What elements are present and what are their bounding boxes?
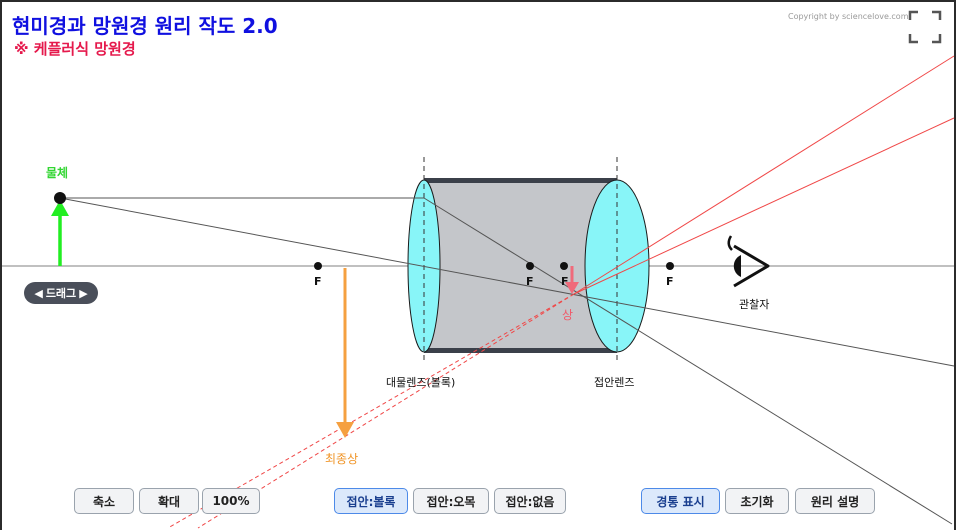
tube-bottom-edge (424, 348, 617, 353)
zoom-reset-button[interactable]: 100% (202, 488, 260, 514)
explain-principle-button[interactable]: 원리 설명 (795, 488, 875, 514)
final-image-head (336, 422, 354, 438)
eyepiece-lens-label: 접안렌즈 (594, 376, 635, 389)
focal-point-1 (314, 262, 322, 270)
ray-center (59, 197, 955, 367)
arrow-right-icon: ▶ (79, 286, 88, 300)
object-label: 물체 (46, 166, 69, 180)
virtual-image-label: 상 (562, 308, 574, 322)
eyepiece-concave-button[interactable]: 접안:오목 (413, 488, 489, 514)
focal-label-2: F (526, 275, 534, 288)
zoom-in-button[interactable]: 확대 (139, 488, 199, 514)
drag-handle-label: 드래그 (45, 287, 77, 300)
virtual-image-head (565, 282, 579, 294)
focal-label-4: F (666, 275, 674, 288)
copyright-text: Copyright by sciencelove.com (788, 12, 909, 21)
page-title: 현미경과 망원경 원리 작도 2.0 (12, 14, 278, 38)
focal-point-2 (526, 262, 534, 270)
focal-point-3 (560, 262, 568, 270)
frame-border-right (954, 0, 956, 530)
objective-lens-label: 대물렌즈(볼록) (386, 376, 456, 389)
eye-icon (727, 235, 770, 288)
arrow-left-icon: ◀ (34, 286, 43, 300)
page-subtitle: ※ 케플러식 망원경 (14, 40, 136, 58)
frame-border-left (0, 0, 2, 530)
reset-button[interactable]: 초기화 (725, 488, 789, 514)
fullscreen-icon[interactable] (908, 10, 942, 44)
eyepiece-none-button[interactable]: 접안:없음 (494, 488, 566, 514)
drag-handle[interactable]: ◀ 드래그 ▶ (24, 282, 98, 304)
frame-border-top (0, 0, 956, 2)
focal-point-4 (666, 262, 674, 270)
ray-parallel-refracted (423, 197, 953, 525)
ray-red-out-2 (573, 117, 955, 295)
ray-red-out-1 (573, 55, 955, 295)
tube-top-edge (424, 178, 617, 183)
show-tube-button[interactable]: 경통 표시 (641, 488, 720, 514)
ray-red-virtual-1 (167, 293, 575, 529)
eyepiece-convex-button[interactable]: 접안:볼록 (334, 488, 408, 514)
object-top-handle[interactable] (54, 192, 66, 204)
focal-label-1: F (314, 275, 322, 288)
final-image-label: 최종상 (325, 452, 359, 466)
zoom-out-button[interactable]: 축소 (74, 488, 134, 514)
object-arrow-head (51, 200, 69, 216)
observer-label: 관찰자 (739, 298, 770, 311)
focal-label-3: F (561, 275, 569, 288)
ray-red-virtual-2 (197, 293, 575, 529)
